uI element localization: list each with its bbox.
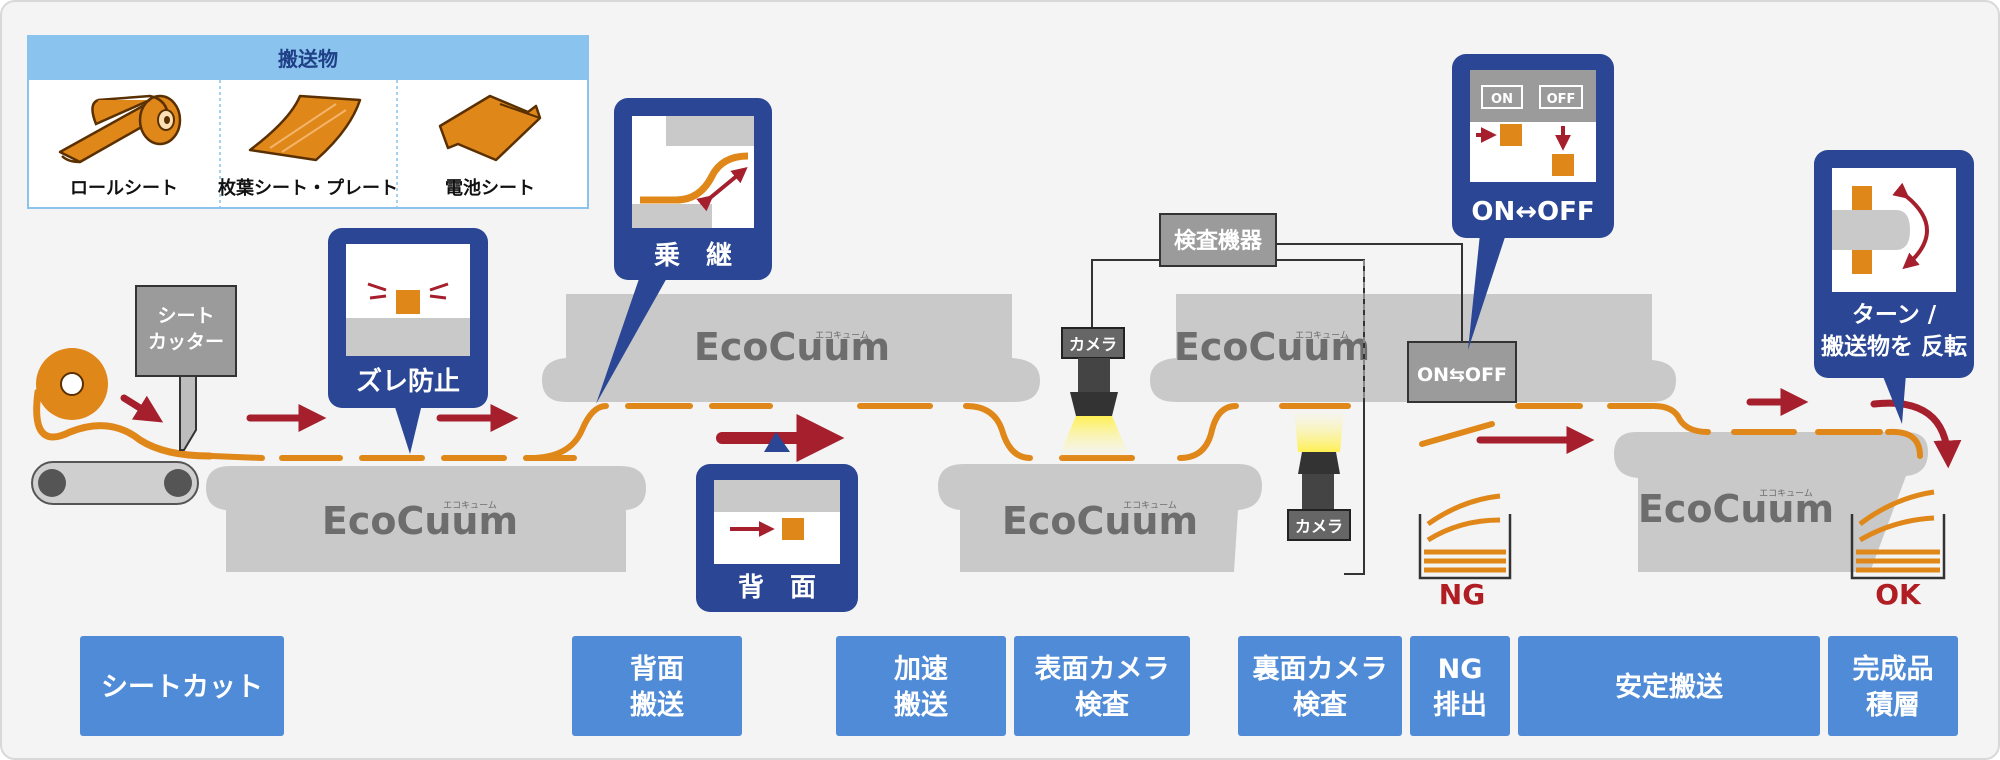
step-box-stable-transport: 安定搬送 <box>1518 636 1820 736</box>
inspection-device-label: 検査機器 <box>1174 229 1263 254</box>
step-label: 安定搬送 <box>1615 671 1723 703</box>
callout-on-label: ON <box>1491 92 1513 107</box>
step-label: 検査 <box>1293 690 1347 721</box>
ecocuum-logo: EcoCuum <box>1174 325 1370 369</box>
inspection-wiring <box>1091 243 1463 575</box>
step-box-ng-eject: NG 排出 <box>1410 636 1510 736</box>
step-label: シートカット <box>101 672 263 703</box>
legend-item-label: ロールシート <box>70 178 178 199</box>
callout-off-label: OFF <box>1547 92 1576 107</box>
ecocuum-logo: EcoCuum <box>1638 487 1834 531</box>
step-label: 排出 <box>1433 690 1487 721</box>
roll-feeder <box>31 348 214 505</box>
conveyor-section-2: EcoCuum エコキューム <box>542 294 1040 402</box>
sheet-path <box>209 403 1923 461</box>
cutter-label: シート <box>157 305 214 327</box>
ecocuum-logo: EcoCuum <box>322 499 518 543</box>
step-label: 表面カメラ <box>1035 654 1170 685</box>
callout-transfer: 乗 継 <box>596 98 772 404</box>
inspection-device: 検査機器 <box>1159 213 1277 267</box>
step-label: 搬送 <box>894 689 948 721</box>
callout-turn-label: ターン / <box>1852 302 1937 328</box>
on-off-switch-label: ON⇆OFF <box>1417 364 1507 386</box>
ng-bin: NG <box>1418 493 1512 611</box>
step-box-surface-camera: 表面カメラ 検査 <box>1014 636 1190 736</box>
legend-item-label: 電池シート <box>445 177 535 199</box>
step-box-accel-transport: 加速 搬送 <box>836 636 1006 736</box>
step-box-back-transport: 背面 搬送 <box>572 636 742 736</box>
step-label: 検査 <box>1075 690 1129 721</box>
step-box-back-camera: 裏面カメラ 検査 <box>1238 636 1402 736</box>
sheet-plate-icon <box>248 94 362 162</box>
step-label: 完成品 <box>1853 653 1934 685</box>
ecocuum-logo-kana: エコキューム <box>443 500 497 511</box>
ok-bin-label: OK <box>1875 578 1922 611</box>
ok-bin: OK <box>1850 489 1946 611</box>
roll-sheet-icon <box>58 94 182 164</box>
legend-item-label: 枚葉シート・プレート <box>218 177 398 199</box>
legend: 搬送物 ロールシート 枚葉シート・プレート 電池シート <box>27 35 589 209</box>
bottom-camera: カメラ <box>1287 410 1351 541</box>
callout-misalignment-label: ズレ防止 <box>356 366 460 397</box>
callout-transfer-label: 乗 継 <box>654 240 732 271</box>
top-camera: カメラ <box>1058 327 1130 458</box>
ecocuum-logo: EcoCuum <box>1002 499 1198 543</box>
on-off-switch: ON⇆OFF <box>1407 341 1517 403</box>
conveyor-section-3: EcoCuum エコキューム <box>938 464 1262 572</box>
process-steps: シートカット 背面 搬送 加速 搬送 表面カメラ 検査 裏面カメラ 検査 NG … <box>80 636 1958 736</box>
ecocuum-logo-kana: エコキューム <box>1123 500 1177 511</box>
callout-backside: 背 面 <box>696 432 858 612</box>
camera-label: カメラ <box>1069 335 1117 354</box>
callout-on-off-label: ON↔OFF <box>1471 197 1594 227</box>
ecocuum-logo: EcoCuum <box>694 325 890 369</box>
step-label: 背面 <box>630 654 684 685</box>
ecocuum-logo-kana: エコキューム <box>1759 488 1813 499</box>
step-label: 加速 <box>894 654 948 685</box>
ecocuum-logo-kana: エコキューム <box>1295 330 1349 341</box>
ng-bin-label: NG <box>1439 578 1485 611</box>
conveyor-section-5: EcoCuum エコキューム <box>1614 432 1928 572</box>
callout-on-off: ON OFF ON↔OFF <box>1452 54 1614 350</box>
step-box-sheet-cut: シートカット <box>80 636 284 736</box>
callout-backside-label: 背 面 <box>738 573 816 603</box>
callout-misalignment: ズレ防止 <box>328 228 488 454</box>
battery-sheet-icon <box>438 94 542 162</box>
step-label: 搬送 <box>630 689 684 721</box>
cutter-label: カッター <box>148 331 224 353</box>
conveyor-section-1: EcoCuum エコキューム <box>206 466 646 572</box>
sheet-cutter: シート カッター <box>135 285 237 451</box>
step-label: NG <box>1438 654 1483 685</box>
legend-title: 搬送物 <box>278 47 338 71</box>
callout-turn: ターン / 搬送物を 反転 <box>1814 150 1974 424</box>
ecocuum-logo-kana: エコキューム <box>815 330 869 341</box>
callout-turn-label: 搬送物を 反転 <box>1821 333 1967 360</box>
camera-label: カメラ <box>1295 517 1343 536</box>
step-label: 積層 <box>1866 690 1920 721</box>
step-box-product-stacking: 完成品 積層 <box>1828 636 1958 736</box>
step-label: 裏面カメラ <box>1252 653 1388 685</box>
